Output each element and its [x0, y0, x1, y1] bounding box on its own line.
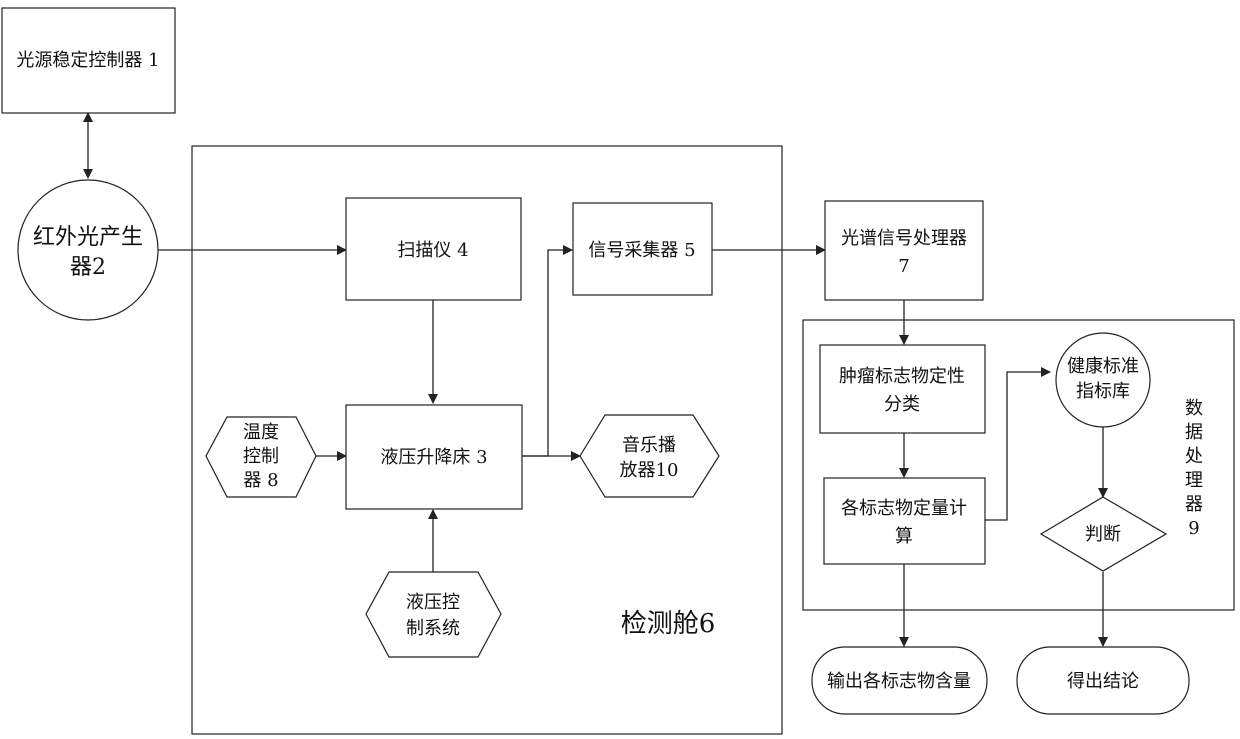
spectral-processor-label-line1: 光谱信号处理器	[841, 228, 967, 249]
scanner-label: 扫描仪 4	[397, 240, 468, 261]
music-player-label-line1: 音乐播	[622, 435, 676, 456]
data-processor-char-1: 数	[1185, 398, 1203, 419]
data-processor-char-3: 处	[1185, 446, 1203, 467]
signal-collector-label: 信号采集器 5	[588, 240, 695, 261]
output-content-label: 输出各标志物含量	[827, 671, 971, 692]
temp-controller-label-line3: 器 8	[243, 470, 278, 491]
ir-generator-label-line1: 红外光产生	[33, 225, 143, 250]
tumor-classification-label-line2: 分类	[884, 394, 920, 415]
music-player-label-line2: 放器10	[620, 460, 679, 481]
ir-generator-label-line2: 器2	[70, 255, 106, 280]
edge-calc-healthdb	[985, 372, 1050, 520]
tumor-classification-box	[820, 345, 985, 433]
spectral-processor-box	[825, 201, 983, 300]
data-processor-char-5: 器	[1185, 494, 1203, 515]
edge-bed-collector	[522, 250, 572, 456]
temp-controller-label-line2: 控制	[243, 446, 279, 467]
health-db-circle	[1056, 333, 1150, 427]
quantitative-calc-label-line1: 各标志物定量计	[841, 498, 967, 519]
hydraulic-control-hexagon	[366, 572, 501, 657]
music-player-hexagon	[580, 415, 719, 497]
detection-cabin-label: 检测舱6	[621, 609, 716, 639]
hydraulic-control-label-line2: 制系统	[406, 618, 460, 639]
data-processor-char-4: 理	[1185, 470, 1203, 491]
tumor-classification-label-line1: 肿瘤标志物定性	[839, 366, 965, 387]
data-processor-char-6: 9	[1188, 518, 1199, 539]
data-processor-char-2: 据	[1185, 422, 1203, 443]
health-db-label-line2: 指标库	[1076, 381, 1130, 402]
quantitative-calc-box	[824, 478, 985, 564]
hydraulic-control-label-line1: 液压控	[406, 592, 460, 613]
hydraulic-bed-label: 液压升降床 3	[380, 447, 487, 468]
spectral-processor-label-line2: 7	[898, 256, 909, 277]
ir-generator-circle	[18, 180, 158, 320]
quantitative-calc-label-line2: 算	[895, 526, 913, 547]
conclusion-label: 得出结论	[1067, 671, 1139, 692]
judgment-label: 判断	[1085, 524, 1121, 545]
health-db-label-line1: 健康标准	[1067, 356, 1139, 377]
light-controller-label: 光源稳定控制器 1	[16, 50, 159, 71]
temp-controller-label-line1: 温度	[243, 422, 279, 443]
